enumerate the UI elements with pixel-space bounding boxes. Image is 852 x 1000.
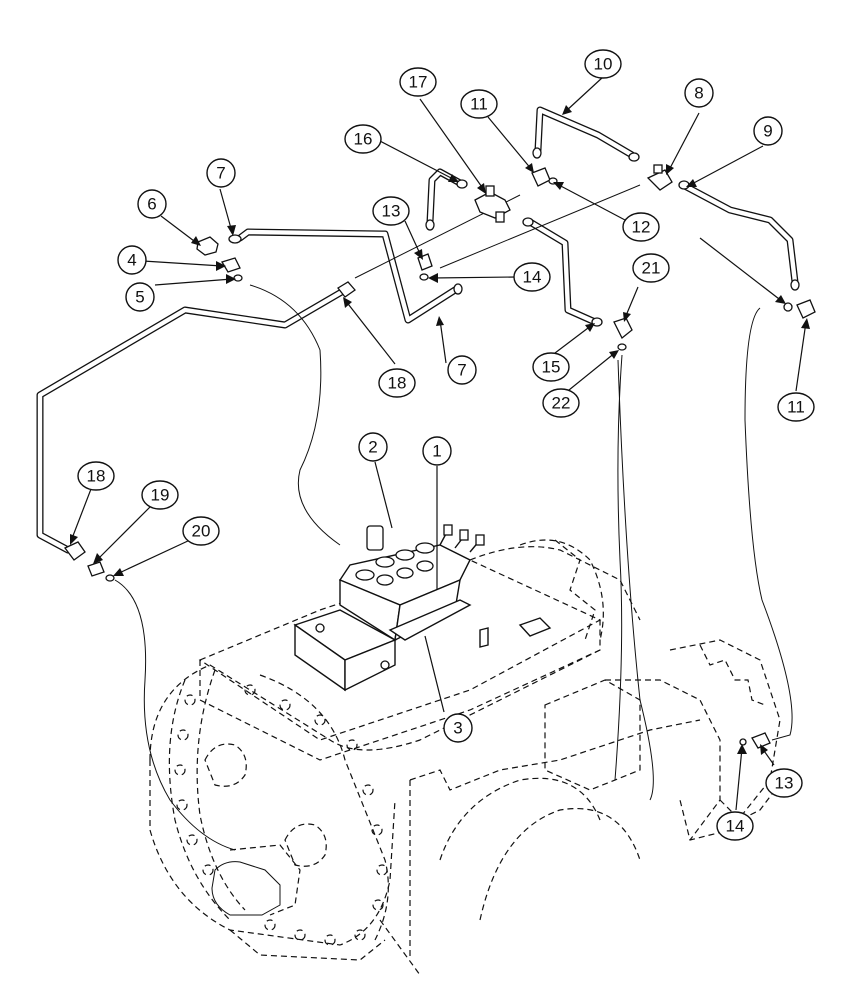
callout-6: 6	[137, 189, 167, 219]
callout-8: 8	[684, 78, 714, 108]
callout-7-lower: 7	[447, 355, 477, 385]
callout-label: 12	[632, 218, 651, 237]
callout-label: 14	[523, 268, 542, 287]
callout-16: 16	[344, 124, 382, 154]
callout-14-lower: 14	[716, 811, 754, 841]
callout-22: 22	[542, 388, 580, 418]
callout-label: 3	[453, 719, 462, 738]
callout-label: 8	[694, 84, 703, 103]
callout-label: 13	[775, 774, 794, 793]
callout-label: 9	[763, 122, 772, 141]
callout-label: 11	[787, 398, 805, 417]
callout-15: 15	[532, 352, 570, 382]
callout-label: 21	[642, 259, 661, 278]
callout-label: 4	[127, 251, 136, 270]
callout-label: 10	[594, 55, 613, 74]
callout-4: 4	[117, 245, 147, 275]
callout-10: 10	[584, 49, 622, 79]
callout-11-upper: 11	[460, 89, 498, 119]
callout-9: 9	[753, 116, 783, 146]
callout-label: 11	[470, 95, 488, 114]
callout-label: 6	[147, 195, 156, 214]
callout-label: 14	[726, 817, 745, 836]
callout-label: 18	[388, 374, 407, 393]
callout-label: 15	[542, 358, 561, 377]
callouts: 1 2 3 4 5 6 7 7 8 9 10 11 11 12 13 13 14…	[77, 49, 815, 841]
callout-label: 13	[382, 202, 401, 221]
callout-11-lower: 11	[777, 392, 815, 422]
callout-label: 16	[354, 130, 373, 149]
callout-18-lower: 18	[77, 461, 115, 491]
callout-label: 18	[87, 467, 106, 486]
callout-label: 5	[135, 288, 144, 307]
control-valve-assembly	[293, 524, 552, 692]
transmission-housing	[149, 539, 781, 976]
callout-label: 1	[432, 442, 441, 461]
callout-label: 7	[216, 164, 225, 183]
callout-7-upper: 7	[206, 158, 236, 188]
callout-label: 2	[368, 438, 377, 457]
callout-label: 22	[552, 394, 571, 413]
callout-19: 19	[141, 480, 179, 510]
callout-label: 20	[192, 522, 211, 541]
callout-5: 5	[125, 282, 155, 312]
callout-13-lower: 13	[765, 768, 803, 798]
callout-2: 2	[358, 432, 388, 462]
callout-label: 17	[409, 73, 428, 92]
callout-13-upper: 13	[372, 196, 410, 226]
callout-label: 19	[151, 486, 170, 505]
callout-21: 21	[632, 253, 670, 283]
hydraulic-tubes	[36, 106, 799, 554]
callout-label: 7	[457, 361, 466, 380]
callout-12: 12	[622, 212, 660, 242]
callout-14-upper: 14	[513, 262, 551, 292]
callout-18-upper: 18	[378, 368, 416, 398]
fittings	[63, 147, 816, 749]
callout-17: 17	[399, 67, 437, 97]
callout-3: 3	[443, 713, 473, 743]
leader-lines	[70, 76, 810, 811]
callout-1: 1	[422, 436, 452, 466]
callout-20: 20	[182, 516, 220, 546]
hydraulic-hoses	[114, 184, 793, 851]
